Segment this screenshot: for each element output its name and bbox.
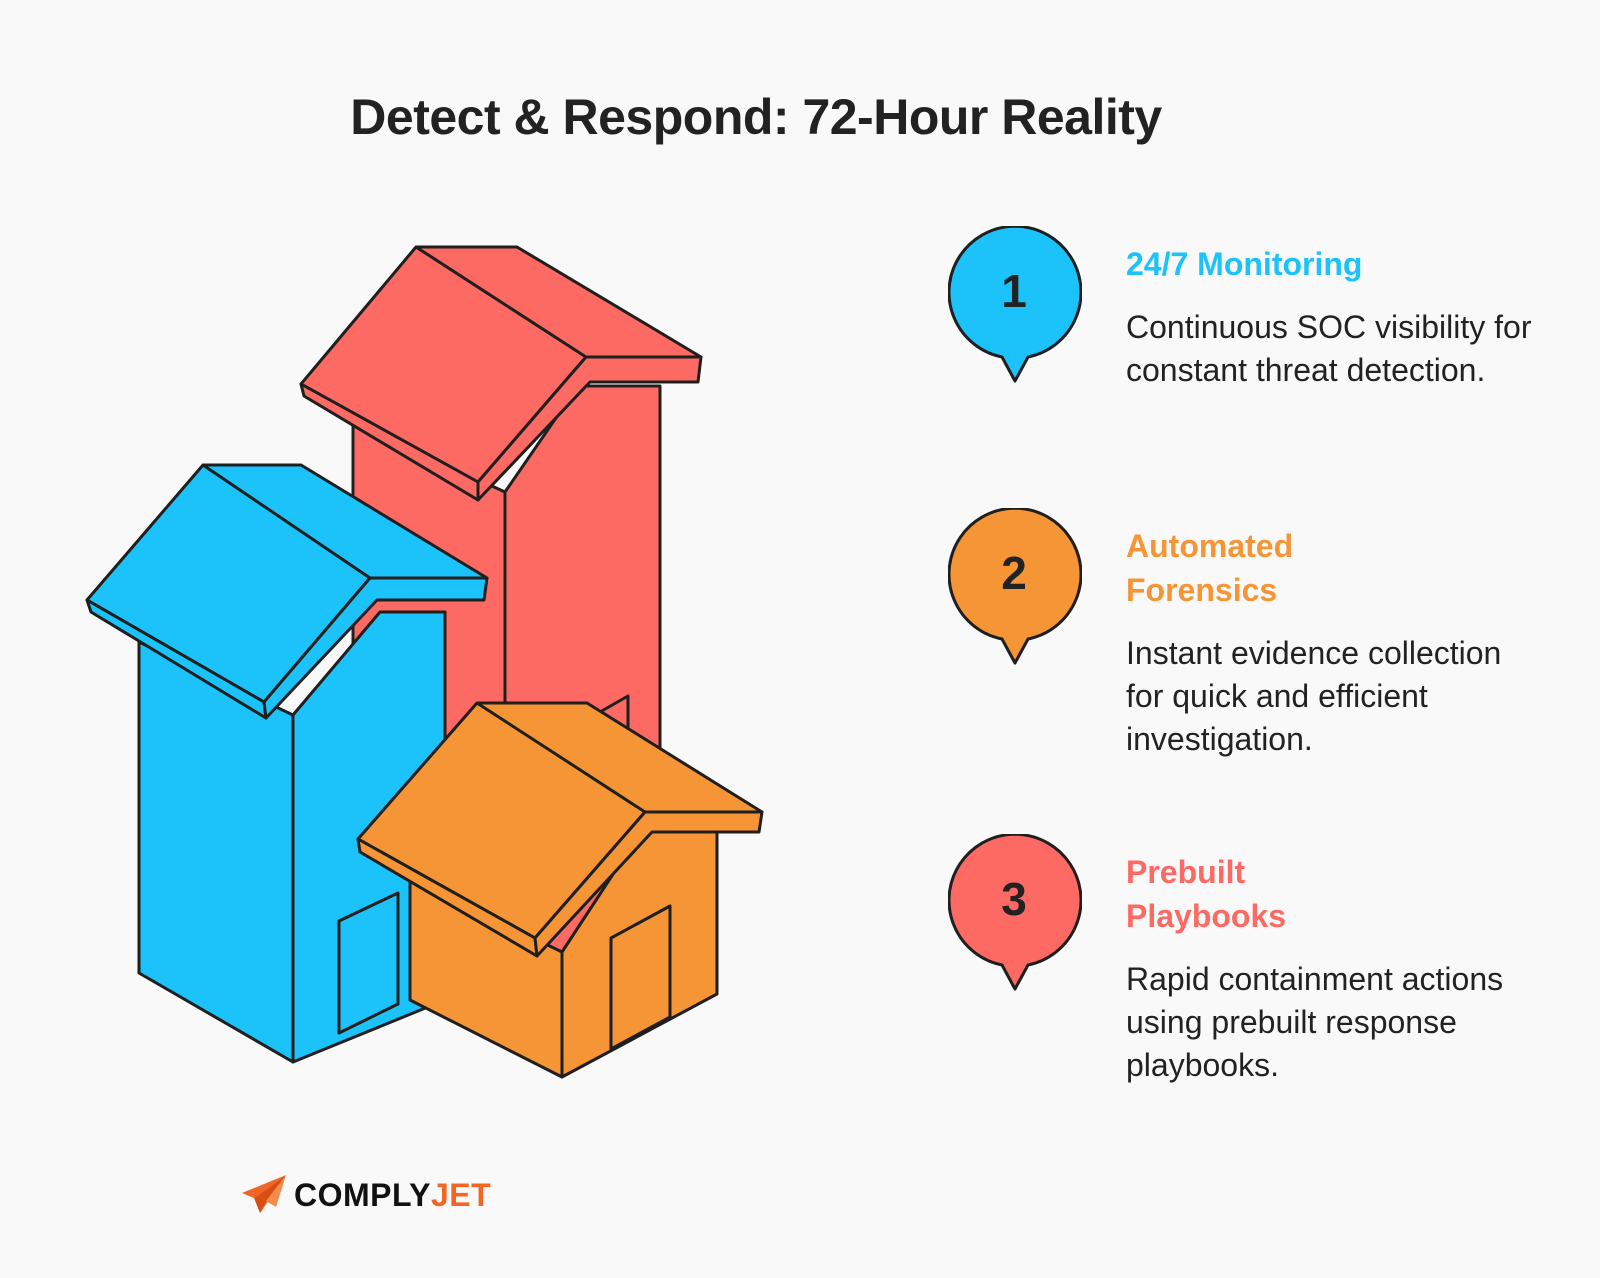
paper-plane-icon <box>242 1175 286 1213</box>
page-title: Detect & Respond: 72-Hour Reality <box>350 89 1162 145</box>
orange-building <box>356 701 764 1079</box>
step-description: Rapid containment actions using prebuilt… <box>1126 961 1504 1083</box>
pin-marker-icon <box>948 508 1082 665</box>
step-number: 2 <box>1001 547 1027 599</box>
step-number: 1 <box>1001 265 1027 317</box>
blue-building <box>85 463 489 1064</box>
brand-name-part1: COMPLY <box>294 1177 431 1213</box>
blue-door <box>337 891 400 1035</box>
brand-name-part2: JET <box>430 1177 492 1213</box>
pin-marker-icon <box>948 834 1082 991</box>
step-description: Instant evidence collection for quick an… <box>1126 635 1502 757</box>
pin-marker-icon <box>948 226 1082 383</box>
step-heading: Automated Forensics <box>1126 528 1294 608</box>
step-heading: 24/7 Monitoring <box>1126 246 1363 282</box>
step-description: Continuous SOC visibility for constant t… <box>1126 309 1532 388</box>
orange-door <box>609 904 672 1051</box>
houses-illustration <box>85 245 764 1079</box>
brand-name: COMPLYJET <box>294 1177 491 1214</box>
step-heading: Prebuilt Playbooks <box>1126 854 1287 934</box>
step-number: 3 <box>1001 873 1027 925</box>
